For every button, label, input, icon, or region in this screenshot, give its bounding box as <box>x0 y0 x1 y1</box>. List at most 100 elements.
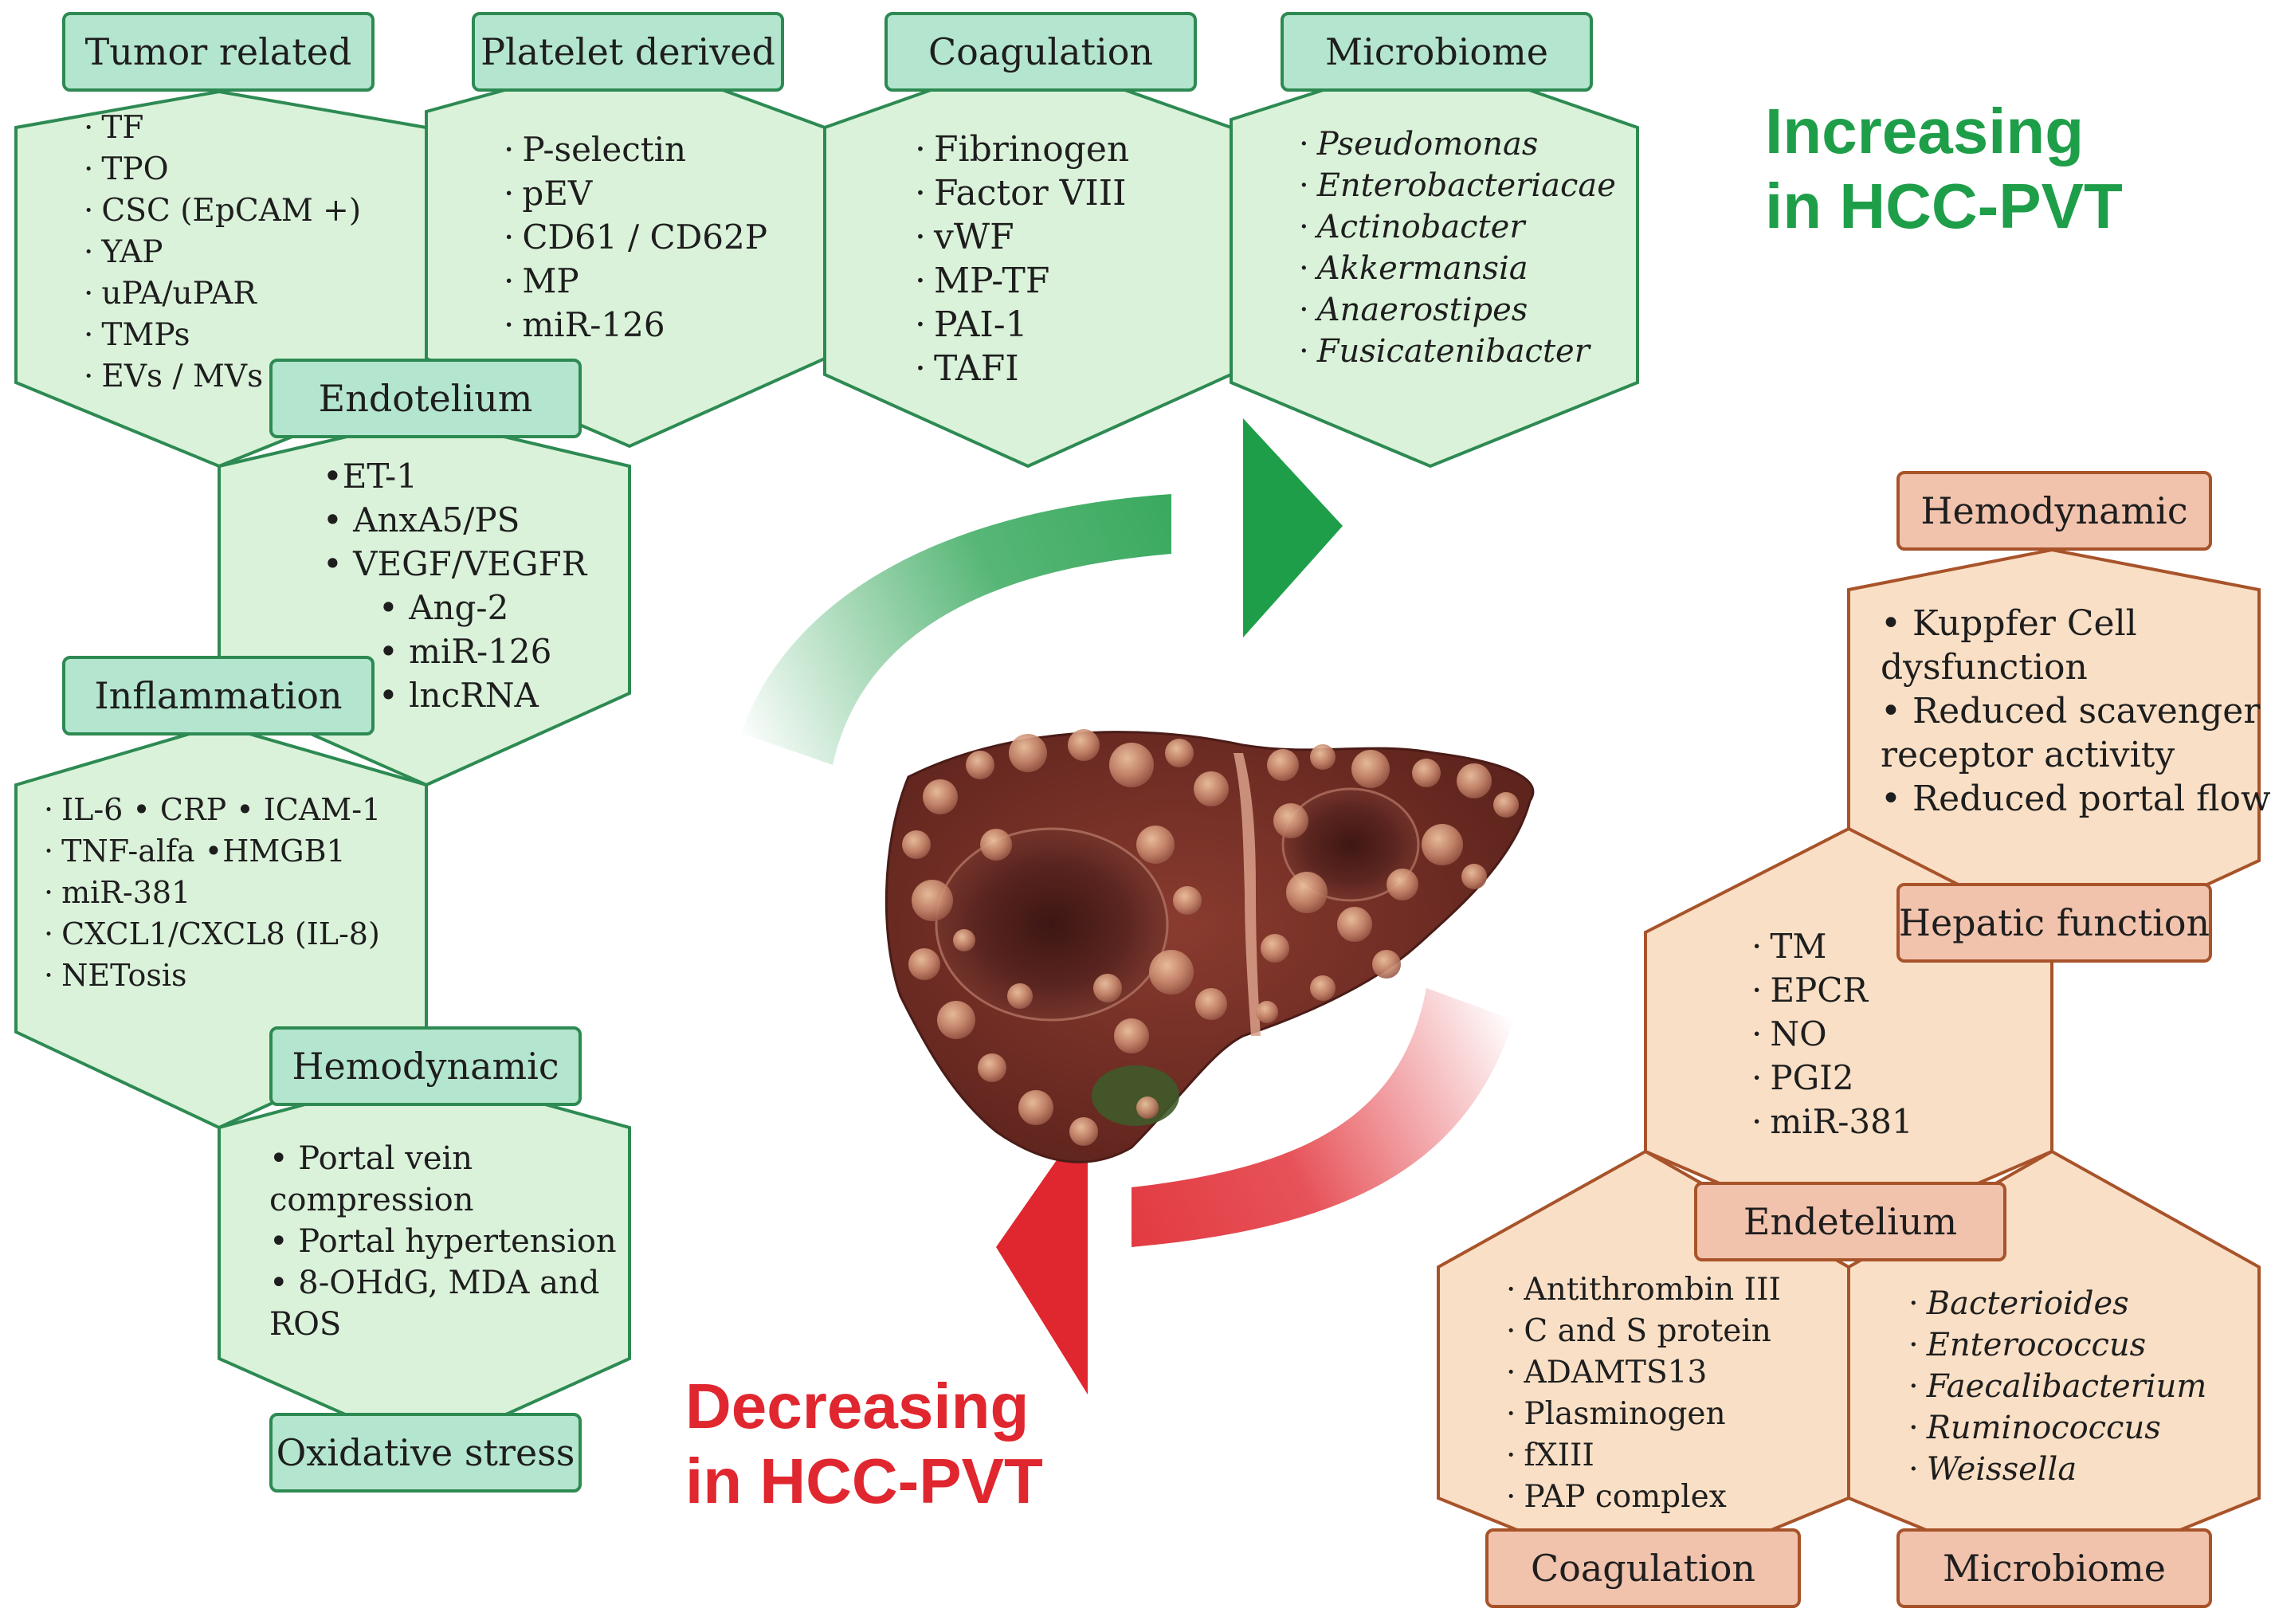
liver-nodule <box>1194 771 1229 806</box>
list-item: ·fXIII <box>1506 1435 1781 1477</box>
list-item: ·Bacterioides <box>1908 1283 2206 1324</box>
list-item: ·NETosis <box>44 955 381 996</box>
list-item: ·Fibrinogen <box>915 127 1129 171</box>
list-item: ·TF <box>84 108 361 149</box>
bullet-glyph: · <box>1908 1368 1919 1405</box>
list-item-text: compression <box>269 1182 474 1218</box>
liver-nodule <box>978 1053 1006 1082</box>
bullet-glyph: · <box>44 792 54 827</box>
list-platelet-derived: · P-selectin·pEV·CD61 / CD62P·MP·miR-126 <box>504 127 767 347</box>
list-item-text: Fibrinogen <box>934 129 1130 170</box>
liver-nodule <box>1372 950 1401 979</box>
list-item-text: EVs / MVs <box>101 359 264 394</box>
list-item: ·Actinobacter <box>1299 206 1616 248</box>
list-item-text: vWF <box>934 217 1014 257</box>
bullet-glyph: · <box>1751 927 1763 966</box>
label-inflammation: Inflammation <box>62 656 375 736</box>
bullet-glyph: · <box>1299 250 1309 287</box>
list-item-text: C and S protein <box>1524 1313 1771 1349</box>
list-item: ·uPA/uPAR <box>84 273 361 315</box>
decreasing-arrowhead <box>996 1116 1088 1395</box>
gallbladder <box>1092 1065 1179 1126</box>
list-item-text: MP <box>522 261 579 300</box>
list-hemodynamic-increase: • Portal vein compression• Portal hyperte… <box>269 1138 617 1345</box>
list-item: ·YAP <box>84 232 361 273</box>
list-item-text: P-selectin <box>522 130 687 169</box>
list-item-text: Faecalibacterium <box>1926 1368 2207 1405</box>
list-item-text: Ruminococcus <box>1926 1410 2161 1446</box>
list-item: ·MP-TF <box>915 259 1129 303</box>
decreasing-arrow <box>996 988 1514 1395</box>
list-item: ·Plasminogen <box>1506 1394 1781 1435</box>
list-item: ·pEV <box>504 171 767 215</box>
bullet-glyph: · <box>1299 333 1309 370</box>
list-item-text: PAI-1 <box>934 304 1028 345</box>
bullet-glyph: · <box>44 916 54 951</box>
list-item: ·CXCL1/CXCL8 (IL-8) <box>44 913 381 955</box>
bullet-glyph: · <box>84 234 94 270</box>
list-item: ·Antithrombin III <box>1506 1269 1781 1311</box>
increasing-arrow-body <box>741 494 1171 765</box>
list-item: •ET-1 <box>323 454 586 498</box>
list-item-text: Anaerostipes <box>1316 292 1528 328</box>
list-item-text: TM <box>1770 927 1827 966</box>
bullet-glyph: · <box>915 173 926 214</box>
list-item-text: Actinobacter <box>1316 209 1525 245</box>
increasing-title: Increasing in HCC-PVT <box>1765 94 2123 245</box>
liver-nodules <box>902 729 1519 1146</box>
list-item-text: • Reduced scavenger <box>1881 691 2261 732</box>
list-item-text: • lncRNA <box>378 676 539 715</box>
liver-nodule <box>980 829 1012 861</box>
label-oxidative-stress: Oxidative stress <box>269 1413 582 1493</box>
list-item: • Portal vein <box>269 1138 617 1179</box>
list-item-text: Fusicatenibacter <box>1316 333 1590 370</box>
list-item-text: CXCL1/CXCL8 (IL-8) <box>61 916 380 951</box>
list-item-text: • VEGF/VEGFR <box>323 544 587 583</box>
list-item-text: Pseudomonas <box>1316 126 1539 163</box>
liver-nodule <box>1310 975 1336 1001</box>
list-item-text: TAFI <box>934 348 1019 389</box>
list-item-text: MP-TF <box>934 261 1050 301</box>
list-item: ·IL-6 • CRP • ICAM-1 <box>44 789 381 830</box>
tumor-mass-left <box>935 827 1169 1022</box>
liver-nodule <box>1457 763 1492 798</box>
bullet-glyph: · <box>84 276 94 312</box>
list-item: ·PGI2 <box>1751 1056 1913 1100</box>
increasing-title-line1: Increasing <box>1765 96 2085 167</box>
list-item: • 8-OHdG, MDA and <box>269 1262 617 1304</box>
bullet-glyph: · <box>1751 1014 1763 1053</box>
bullet-glyph: · <box>1299 167 1309 204</box>
list-item: ·CD61 / CD62P <box>504 215 767 259</box>
list-item: ·PAP complex <box>1506 1477 1781 1518</box>
list-item-text: • Portal vein <box>269 1140 473 1177</box>
list-item: ·Akkermansia <box>1299 248 1616 289</box>
list-item: ·miR-126 <box>504 303 767 347</box>
liver-nodule <box>1136 826 1175 864</box>
bullet-glyph: · <box>44 834 54 869</box>
list-item: • Portal hypertension <box>269 1221 617 1262</box>
list-item: ·MP <box>504 259 767 303</box>
bullet-glyph: · <box>504 305 515 344</box>
list-item-text: • 8-OHdG, MDA and <box>269 1265 600 1301</box>
bullet-glyph: · <box>44 958 54 993</box>
bullet-glyph: · <box>1908 1327 1919 1363</box>
list-microbiome-increase: ·Pseudomonas·Enterobacteriacae·Actinobac… <box>1299 124 1616 372</box>
liver-nodule <box>1018 1090 1053 1125</box>
label-microbiome-increase: Microbiome <box>1281 12 1593 92</box>
liver-nodule <box>923 779 958 814</box>
list-item-text: PGI2 <box>1770 1058 1854 1097</box>
list-item-text: • miR-126 <box>378 632 552 671</box>
liver-nodule <box>937 1001 975 1039</box>
liver-nodule <box>1165 739 1194 767</box>
list-item-text: receptor activity <box>1881 735 2175 775</box>
list-item-text: Bacterioides <box>1926 1285 2129 1322</box>
list-item: • lncRNA <box>323 673 586 717</box>
bullet-glyph: · <box>1908 1451 1919 1488</box>
list-item-text: CD61 / CD62P <box>522 218 767 257</box>
liver-nodule <box>1412 759 1441 787</box>
list-item: ·Ruminococcus <box>1908 1407 2206 1449</box>
list-item-text: ADAMTS13 <box>1524 1355 1708 1391</box>
liver-nodule <box>1009 734 1047 772</box>
bullet-glyph: · <box>1299 209 1309 245</box>
